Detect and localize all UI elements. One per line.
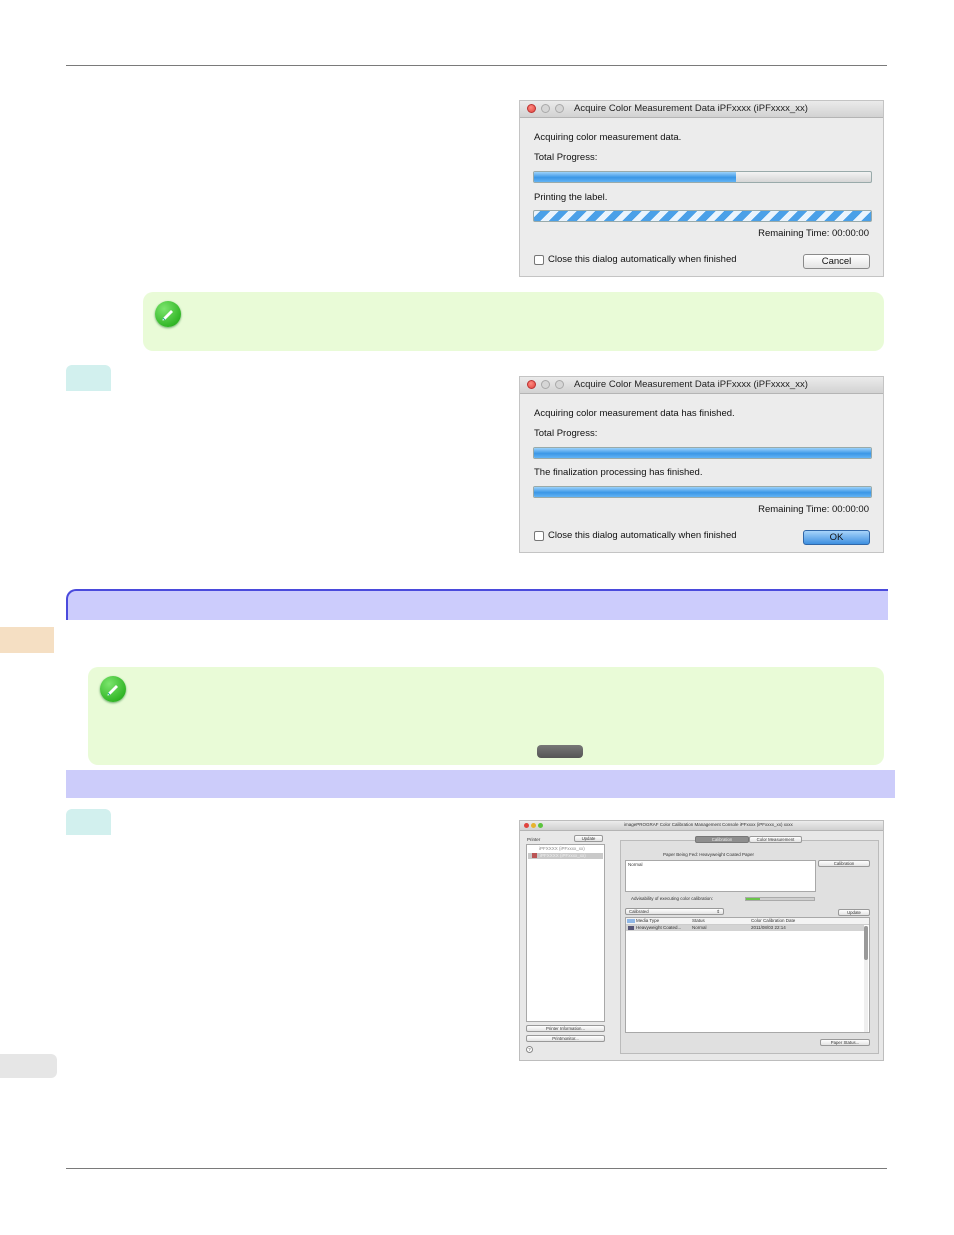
section-header	[66, 589, 888, 620]
note-pencil-icon	[100, 676, 126, 702]
close-window-icon[interactable]	[524, 823, 529, 828]
media-update-button[interactable]: Update	[838, 909, 870, 916]
total-progress-bar	[533, 447, 872, 459]
printer-list-item-label: iPFXXXX (iPFxxxx_xx)	[540, 853, 586, 858]
step-progress-bar	[533, 486, 872, 498]
chapter-side-tab	[0, 627, 54, 653]
acquire-dialog-finished: Acquire Color Measurement Data iPFxxxx (…	[519, 376, 884, 553]
auto-close-checkbox[interactable]	[534, 255, 544, 265]
auto-close-label: Close this dialog automatically when fin…	[548, 254, 737, 265]
advisability-fill	[746, 898, 760, 900]
printer-information-button[interactable]: Printer Information...	[526, 1025, 605, 1032]
note-box	[88, 667, 884, 765]
step-progress-fill	[534, 487, 871, 497]
zoom-window-icon[interactable]	[555, 104, 564, 113]
step-number-tab	[66, 365, 111, 391]
calibration-filter-select[interactable]: Calibrated ⇕	[625, 908, 724, 915]
table-row[interactable]: Heavyweight Coated... Normal 2011/08/03 …	[626, 925, 864, 931]
printer-label: Printer	[527, 837, 541, 842]
step-label: The finalization processing has finished…	[534, 467, 703, 478]
dialog-title: Acquire Color Measurement Data iPFxxxx (…	[574, 103, 808, 114]
note-pencil-icon	[155, 301, 181, 327]
advisability-meter	[745, 897, 815, 901]
minimize-window-icon[interactable]	[541, 380, 550, 389]
status-text: Normal	[628, 862, 643, 867]
cancel-button[interactable]: Cancel	[803, 254, 870, 269]
dialog-titlebar: Acquire Color Measurement Data iPFxxxx (…	[520, 101, 883, 118]
auto-close-label: Close this dialog automatically when fin…	[548, 530, 737, 541]
subsection-header	[66, 770, 895, 798]
row-status: Normal	[692, 925, 707, 930]
row-media-type: Heavyweight Coated...	[636, 925, 682, 930]
printer-list[interactable]: iPFXXXX (iPFxxxx_xx) iPFXXXX (iPFxxxx_xx…	[526, 844, 605, 1022]
remaining-time: Remaining Time: 00:00:00	[758, 504, 869, 515]
sort-indicator	[627, 919, 635, 923]
auto-close-checkbox[interactable]	[534, 531, 544, 541]
dialog-title: Acquire Color Measurement Data iPFxxxx (…	[574, 379, 808, 390]
total-progress-fill	[534, 448, 871, 458]
close-window-icon[interactable]	[527, 104, 536, 113]
calibration-console-window: imagePROGRAF Color Calibration Managemen…	[519, 820, 884, 1061]
zoom-window-icon[interactable]	[538, 823, 543, 828]
media-table: Media Type Status Color Calibration Date…	[625, 917, 870, 1033]
acquire-dialog-in-progress: Acquire Color Measurement Data iPFxxxx (…	[519, 100, 884, 277]
col-media-type[interactable]: Media Type	[636, 918, 660, 923]
printer-list-item-selected[interactable]: iPFXXXX (iPFxxxx_xx)	[528, 853, 603, 859]
page-side-tab	[0, 1054, 57, 1078]
total-progress-bar	[533, 171, 872, 183]
step-label: Printing the label.	[534, 192, 608, 203]
status-text: Acquiring color measurement data.	[534, 132, 682, 143]
filter-value: Calibrated	[629, 909, 649, 914]
remaining-time: Remaining Time: 00:00:00	[758, 228, 869, 239]
button-key-graphic	[537, 745, 583, 758]
minimize-window-icon[interactable]	[531, 823, 536, 828]
close-window-icon[interactable]	[527, 380, 536, 389]
col-calibration-date[interactable]: Color Calibration Date	[751, 918, 796, 923]
printer-update-button[interactable]: Update	[574, 835, 603, 842]
col-status[interactable]: Status	[692, 918, 705, 923]
console-titlebar: imagePROGRAF Color Calibration Managemen…	[520, 821, 883, 831]
scrollbar-thumb[interactable]	[864, 926, 868, 960]
row-date: 2011/08/03 22:14	[751, 925, 786, 930]
total-progress-label: Total Progress:	[534, 428, 598, 439]
printer-icon	[532, 853, 537, 858]
paper-being-fed: Paper Being Fed: Heavyweight Coated Pape…	[663, 852, 755, 857]
step-progress-bar-indeterminate	[533, 210, 872, 222]
media-table-header: Media Type Status Color Calibration Date	[626, 918, 869, 925]
bottom-rule	[66, 1168, 887, 1169]
help-icon[interactable]: ?	[526, 1046, 533, 1053]
status-text: Acquiring color measurement data has fin…	[534, 408, 735, 419]
updown-icon: ⇕	[716, 909, 720, 914]
table-scrollbar[interactable]	[864, 926, 868, 1032]
status-area: Normal	[625, 860, 816, 892]
minimize-window-icon[interactable]	[541, 104, 550, 113]
note-box	[143, 292, 884, 351]
paper-status-button[interactable]: Paper Status...	[820, 1039, 870, 1046]
zoom-window-icon[interactable]	[555, 380, 564, 389]
calibration-button[interactable]: Calibration	[818, 860, 870, 867]
dialog-titlebar: Acquire Color Measurement Data iPFxxxx (…	[520, 377, 883, 394]
tab-calibration[interactable]: Calibration	[695, 836, 749, 843]
step-number-tab	[66, 809, 111, 835]
printer-list-item[interactable]: iPFXXXX (iPFxxxx_xx)	[539, 846, 585, 851]
printmonitor-button[interactable]: Printmonitor...	[526, 1035, 605, 1042]
tab-color-measurement[interactable]: Color Measurement	[749, 836, 802, 843]
advisability-label: Advisability of executing color calibrat…	[631, 896, 714, 901]
console-title: imagePROGRAF Color Calibration Managemen…	[624, 822, 793, 827]
ok-button[interactable]: OK	[803, 530, 870, 545]
total-progress-fill	[534, 172, 737, 182]
total-progress-label: Total Progress:	[534, 152, 598, 163]
paper-icon	[628, 926, 634, 930]
top-rule	[66, 65, 887, 66]
